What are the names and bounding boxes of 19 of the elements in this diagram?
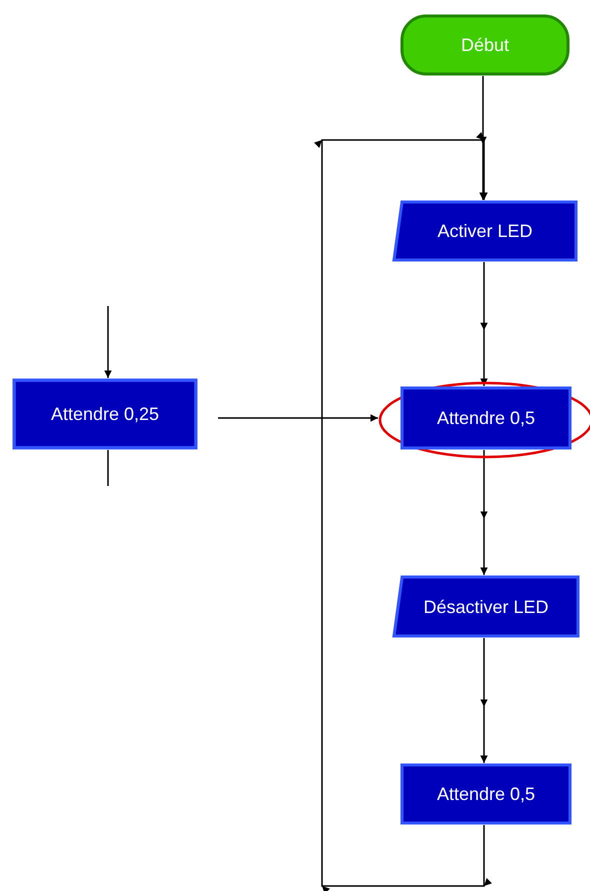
arrow — [480, 638, 488, 763]
node-label: Attendre 0,25 — [50, 403, 160, 425]
arrow — [104, 306, 112, 378]
arrow — [480, 262, 488, 386]
arrow — [218, 414, 378, 422]
arrow — [314, 132, 492, 891]
node-label: Activer LED — [437, 220, 533, 242]
node-label: Désactiver LED — [423, 596, 549, 618]
node-label: Attendre 0,5 — [436, 407, 536, 429]
process-box — [400, 763, 572, 825]
arrow — [480, 450, 488, 575]
node-label: Attendre 0,5 — [436, 783, 536, 805]
node-label: Début — [460, 34, 510, 56]
io-parallelogram — [392, 575, 580, 638]
start-terminal — [400, 14, 570, 76]
io-parallelogram — [392, 200, 578, 262]
process-box — [400, 386, 572, 450]
arrow — [480, 76, 487, 200]
process-box — [12, 378, 198, 450]
